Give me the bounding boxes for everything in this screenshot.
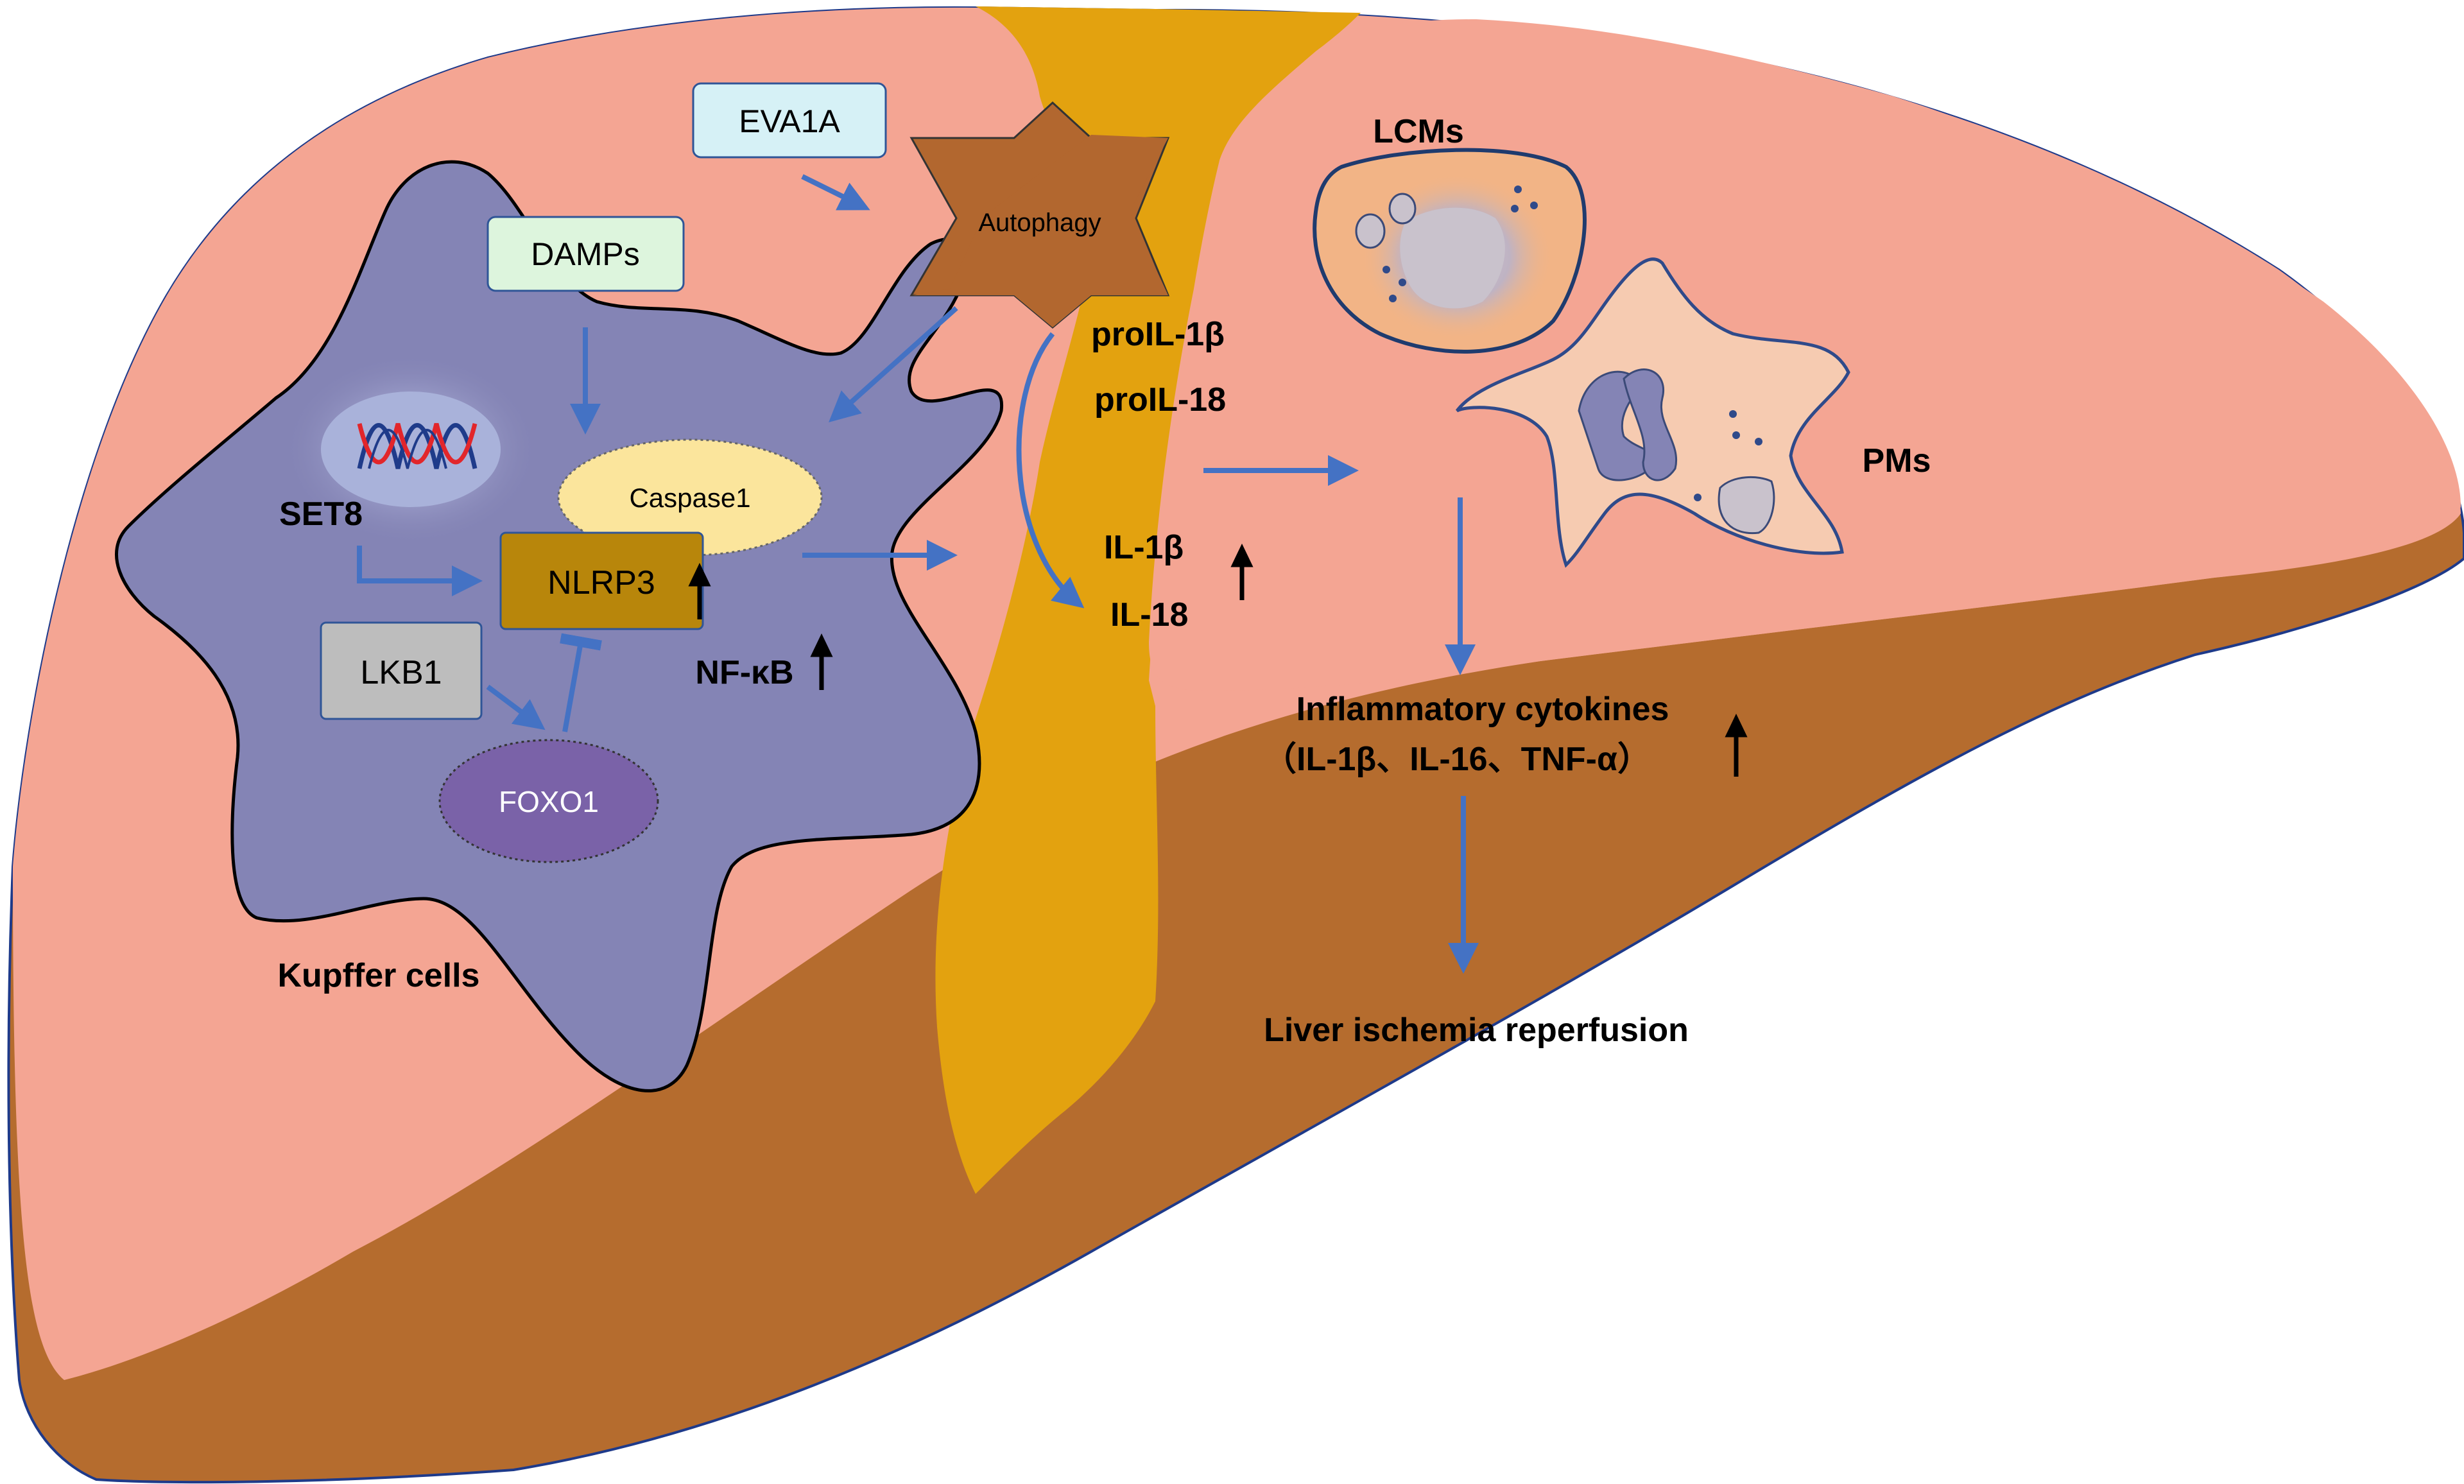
nlrp3-label: NLRP3: [547, 564, 655, 601]
caspase1-node: [557, 438, 823, 556]
lcms-label: LCMs: [1373, 113, 1464, 150]
dna-icon: [357, 423, 478, 469]
proil1b-label: proIL-1β: [1091, 316, 1225, 353]
outcome-label: Liver ischemia reperfusion: [1264, 1012, 1689, 1049]
eva1a-to-autophagy-arrow: [801, 174, 870, 211]
pm-nucleus: [1718, 476, 1775, 535]
nfkb-up-arrow: [810, 633, 833, 690]
autophagy-star-top: [911, 135, 1168, 327]
foxo1-node: [438, 739, 659, 863]
caspase1-label: Caspase1: [629, 483, 750, 513]
lkb1-box: [320, 621, 483, 720]
eva1a-box: [692, 82, 887, 159]
falciform-band: [935, 6, 1361, 1194]
lkb1-label: LKB1: [360, 654, 442, 691]
lcm-nucleus: [1400, 207, 1505, 309]
damps-box: [487, 216, 685, 292]
autophagy-to-kupffer-arrow: [829, 306, 958, 423]
autophagy-label: Autophagy: [978, 209, 1101, 237]
lkb1-to-foxo1-arrow: [486, 684, 546, 730]
cytokines-up-arrow: [1725, 713, 1748, 777]
damps-label: DAMPs: [531, 236, 639, 272]
cytokines-list: （IL-1β、IL-16、TNF-α）: [1263, 741, 1651, 778]
pro-to-mature-curve-arrow: [1016, 332, 1085, 608]
set8-nucleus: [321, 392, 501, 507]
kupffer-label: Kupffer cells: [278, 957, 480, 994]
set8-to-nlrp3-arrow: [357, 546, 483, 596]
lcm-vesicle: [1355, 213, 1386, 249]
pm-mitochondria: [1578, 368, 1678, 481]
nfkb-label: NF-κB: [695, 654, 793, 691]
foxo1-inhibits-nlrp3: [560, 633, 602, 732]
il1b-up-arrow: [1230, 543, 1254, 600]
pathway-arrows: [357, 174, 1479, 974]
nlrp3-up-arrow: [688, 562, 711, 619]
proil18-label: proIL-18: [1094, 381, 1226, 418]
il18-label: IL-18: [1110, 596, 1188, 634]
pms-label: PMs: [1863, 442, 1931, 479]
foxo1-label: FOXO1: [499, 785, 599, 818]
pm-granules: [1694, 410, 1762, 501]
eva1a-label: EVA1A: [739, 103, 840, 139]
upregulation-arrows: [688, 543, 1748, 777]
il1b-label: IL-1β: [1104, 529, 1184, 566]
lcm-granules: [1383, 186, 1538, 302]
set8-label: SET8: [279, 496, 363, 533]
lcm-vesicle: [1388, 193, 1417, 225]
cytokines-title: Inflammatory cytokines: [1297, 691, 1669, 728]
